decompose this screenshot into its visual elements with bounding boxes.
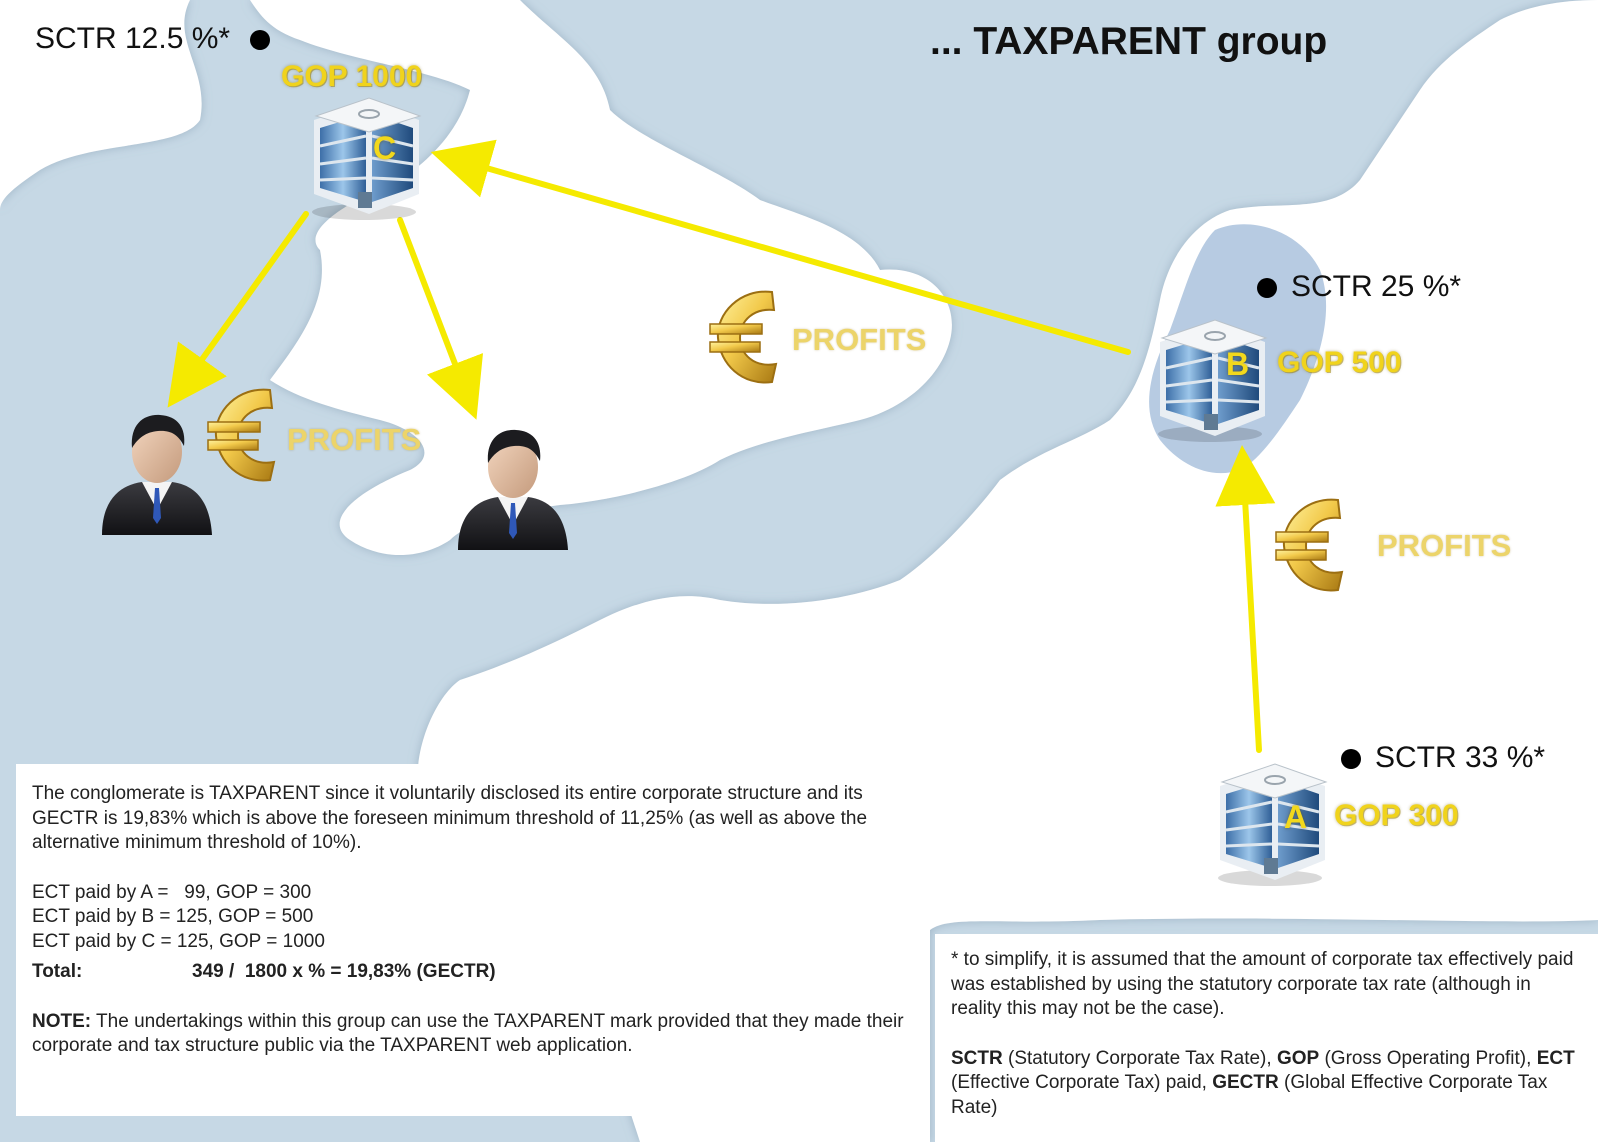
note-label: NOTE: [32, 1010, 92, 1032]
euro-icon [709, 290, 778, 384]
gop-b-label: GOP 500 [1277, 346, 1402, 379]
glossary-gop-def: (Gross Operating Profit), [1319, 1047, 1537, 1069]
person-icon [102, 414, 212, 535]
total-label: Total: [32, 961, 83, 982]
glossary-ect-term: ECT [1536, 1047, 1575, 1069]
person-icon [458, 429, 568, 550]
note-paragraph: NOTE: The undertakings within this group… [32, 1010, 904, 1059]
glossary-paragraph: SCTR (Statutory Corporate Tax Rate), GOP… [951, 1047, 1582, 1121]
building-icon [1218, 763, 1328, 886]
bullet-icon [1257, 278, 1277, 299]
building-icon [1158, 319, 1268, 442]
sctr-label-b: SCTR 25 %* [1257, 270, 1461, 304]
entity-a-letter: A [1284, 799, 1308, 835]
glossary-sctr-term: SCTR [951, 1047, 1003, 1069]
total-value: 349 / 1800 x % = 19,83% (GECTR) [192, 961, 496, 982]
intro-paragraph: The conglomerate is TAXPARENT since it v… [32, 783, 868, 853]
euro-icon [207, 388, 276, 482]
glossary-gop-term: GOP [1276, 1047, 1320, 1069]
entity-b-letter: B [1226, 346, 1250, 382]
sctr-label-a: SCTR 33 %* [1341, 741, 1545, 775]
glossary-gectr-def: (Global Effective Corporate Tax Rate) [951, 1072, 1548, 1118]
arrow-b-to-c [430, 139, 1131, 355]
euro-icon [1275, 498, 1344, 592]
footnote-paragraph: * to simplify, it is assumed that the am… [951, 949, 1574, 1019]
bullet-icon [1341, 749, 1361, 770]
profits-label-center: PROFITS [792, 322, 927, 357]
explanation-panel: The conglomerate is TAXPARENT since it v… [16, 764, 920, 1116]
glossary-sctr-def: (Statutory Corporate Tax Rate), [1002, 1047, 1277, 1069]
page-title: ... TAXPARENT group [930, 20, 1328, 63]
footnote-panel: * to simplify, it is assumed that the am… [935, 934, 1598, 1142]
ect-line-c: ECT paid by C = 125, GOP = 1000 [32, 930, 325, 952]
profits-label-right: PROFITS [1377, 528, 1512, 563]
total-line: Total: 349 / 1800 x % = 19,83% (GECTR) [32, 960, 904, 985]
profits-label-left: PROFITS [287, 422, 422, 457]
gop-a-label: GOP 300 [1334, 799, 1459, 832]
building-icon [312, 97, 422, 220]
arrow-a-to-b [1215, 445, 1276, 753]
sctr-b-text: SCTR 25 %* [1291, 270, 1462, 303]
arrow-c-to-person-right [397, 217, 484, 420]
glossary-gectr-term: GECTR [1212, 1072, 1279, 1093]
ect-line-a: ECT paid by A = 99, GOP = 300 [32, 881, 312, 903]
note-text: The undertakings within this group can u… [32, 1010, 904, 1057]
bullet-icon [250, 30, 271, 51]
glossary-ect-def: (Effective Corporate Tax) paid, [951, 1072, 1213, 1093]
ect-line-b: ECT paid by B = 125, GOP = 500 [32, 906, 314, 927]
sctr-a-text: SCTR 33 %* [1375, 741, 1546, 774]
entity-c-letter: C [373, 130, 397, 166]
arrow-c-to-person-left [167, 211, 309, 408]
sctr-label-c: SCTR 12.5 %* [35, 22, 271, 56]
sctr-c-text: SCTR 12.5 %* [35, 22, 231, 55]
gop-c-label: GOP 1000 [281, 60, 423, 93]
